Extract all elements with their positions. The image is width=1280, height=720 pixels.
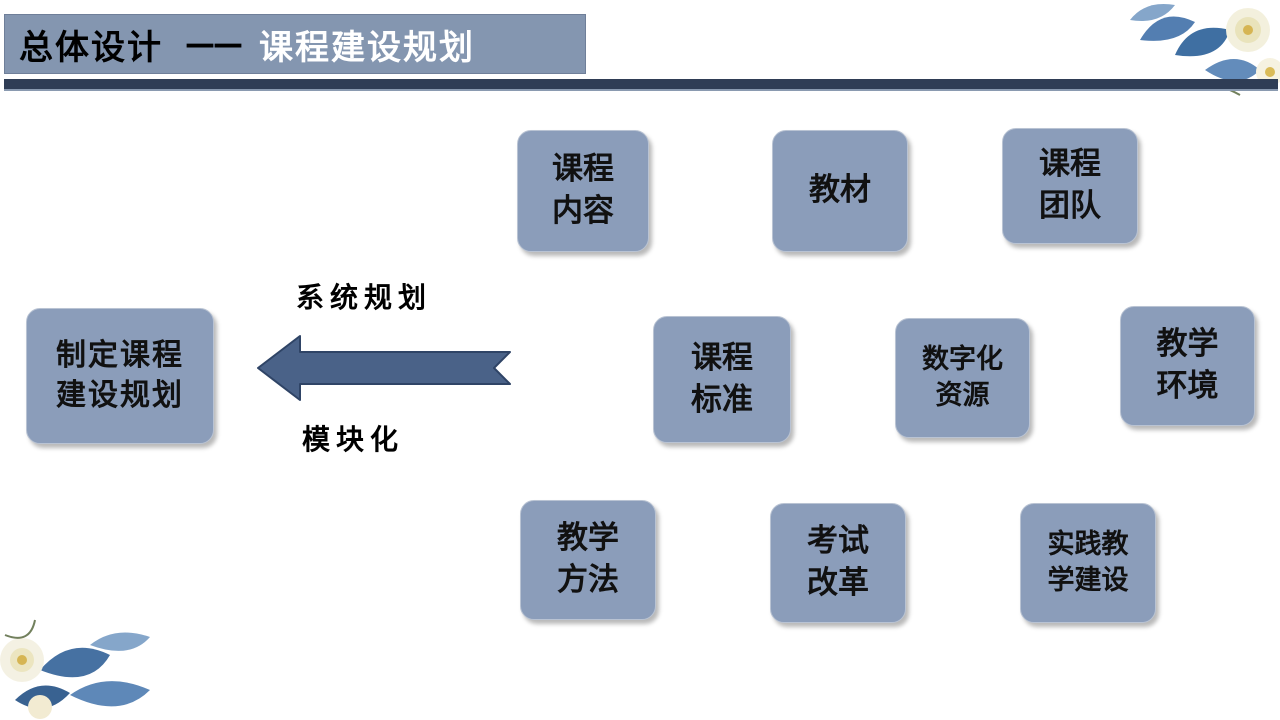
component-label-line-1: 考试 bbox=[807, 523, 869, 560]
component-label-line-2: 方法 bbox=[557, 562, 619, 598]
left-arrow bbox=[257, 335, 511, 401]
component-node-course-content: 课程 内容 bbox=[517, 130, 649, 252]
page-title-section: 总体设计 bbox=[19, 27, 163, 68]
component-label-line-2: 标准 bbox=[691, 381, 753, 418]
component-label-line-1: 课程 bbox=[552, 151, 614, 188]
header-divider bbox=[4, 79, 1278, 91]
component-label-line-1: 实践教 bbox=[1047, 528, 1129, 560]
title-separator: —— bbox=[185, 26, 243, 62]
component-label-line-1: 课程 bbox=[691, 339, 753, 376]
page-title-bar: 总体设计 —— 课程建设规划 bbox=[4, 14, 586, 74]
component-label-line-1: 课程 bbox=[1039, 146, 1101, 183]
component-label-line-2: 环境 bbox=[1156, 368, 1219, 404]
component-node-textbook: 教材 bbox=[772, 130, 908, 252]
component-label-line-2: 团队 bbox=[1039, 188, 1101, 224]
main-goal-node: 制定课程 建设规划 bbox=[26, 308, 214, 444]
arrow-label-system-planning: 系统规划 bbox=[296, 281, 433, 314]
component-node-course-standard: 课程 标准 bbox=[653, 316, 791, 443]
component-label-line-2: 内容 bbox=[552, 193, 614, 229]
page-title-topic: 课程建设规划 bbox=[259, 27, 475, 68]
component-label-line-1: 教材 bbox=[809, 172, 871, 209]
component-node-practical-teaching: 实践教 学建设 bbox=[1020, 503, 1156, 623]
component-label-line-2: 学建设 bbox=[1047, 565, 1129, 596]
component-label-line-1: 教学 bbox=[557, 520, 619, 557]
component-label-line-2: 资源 bbox=[935, 380, 990, 411]
component-label-line-1: 数字化 bbox=[922, 343, 1003, 375]
arrow-label-modular: 模块化 bbox=[302, 423, 405, 456]
component-node-course-team: 课程 团队 bbox=[1002, 128, 1138, 244]
component-label-line-1: 教学 bbox=[1156, 326, 1219, 363]
component-node-teaching-methods: 教学 方法 bbox=[520, 500, 656, 620]
component-node-digital-resources: 数字化 资源 bbox=[895, 318, 1030, 438]
component-label-line-2: 改革 bbox=[807, 565, 869, 601]
main-goal-line-1: 制定课程 bbox=[56, 337, 184, 373]
floral-decoration-bottom-left bbox=[0, 619, 150, 719]
component-node-teaching-environment: 教学 环境 bbox=[1120, 306, 1255, 426]
component-node-exam-reform: 考试 改革 bbox=[770, 503, 906, 623]
main-goal-line-2: 建设规划 bbox=[56, 378, 184, 413]
